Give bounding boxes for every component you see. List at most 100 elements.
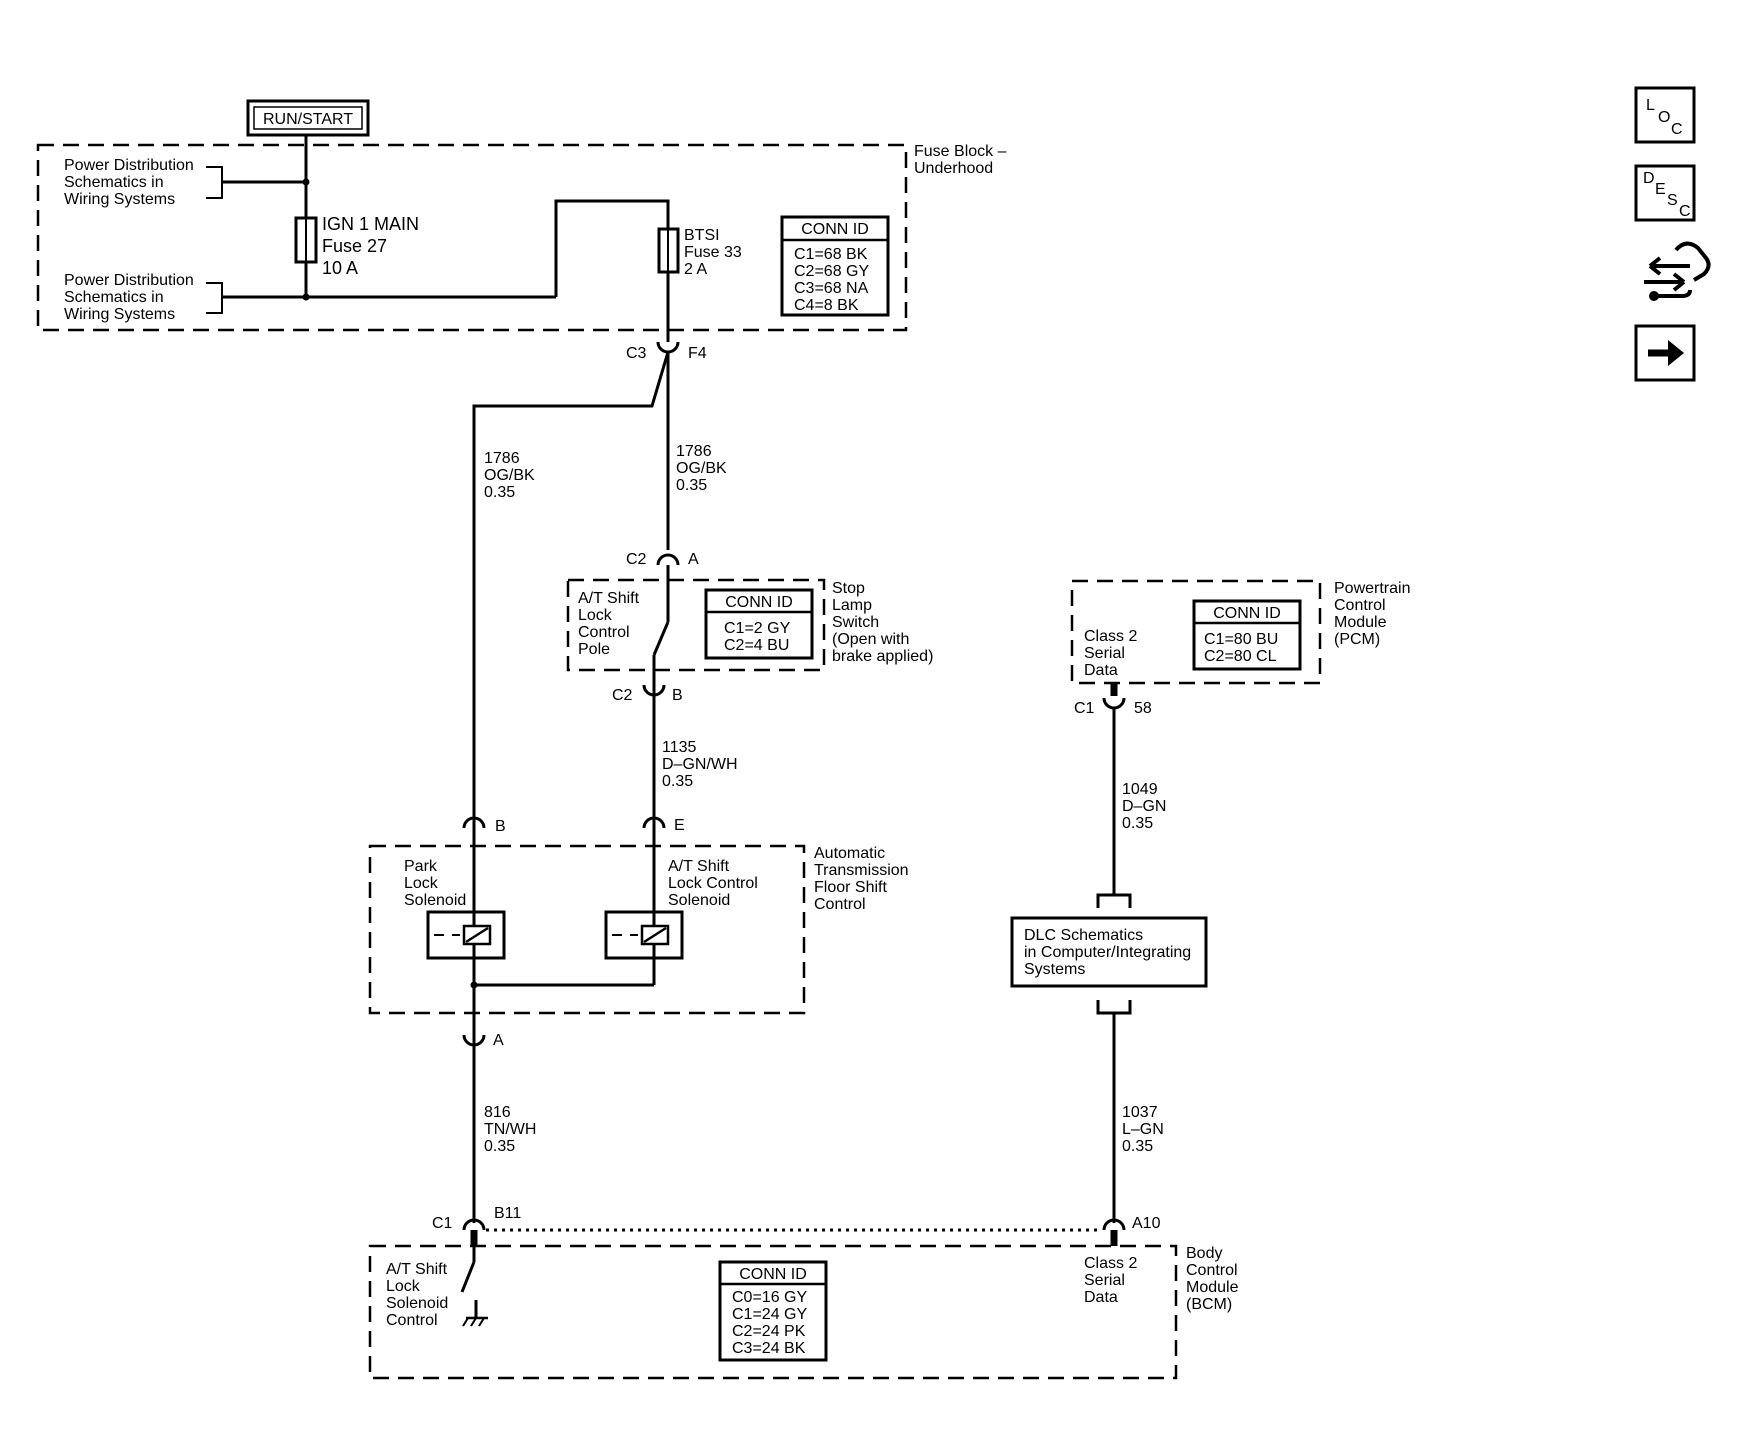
svg-text:Wiring Systems: Wiring Systems bbox=[64, 191, 175, 208]
atfsc-name: Automatic Transmission Floor Shift Contr… bbox=[814, 845, 909, 913]
svg-text:Wiring Systems: Wiring Systems bbox=[64, 306, 175, 323]
svg-text:Control: Control bbox=[386, 1312, 438, 1329]
svg-text:C3=68 NA: C3=68 NA bbox=[794, 280, 869, 297]
desc-button[interactable]: D E S C bbox=[1634, 164, 1696, 222]
svg-text:CONN ID: CONN ID bbox=[739, 1266, 807, 1283]
svg-text:(Open with: (Open with bbox=[832, 631, 909, 648]
svg-text:Class 2: Class 2 bbox=[1084, 628, 1137, 645]
svg-text:L–GN: L–GN bbox=[1122, 1121, 1164, 1138]
fuse-block-underhood: Fuse Block – Underhood Power Distributio… bbox=[36, 135, 1007, 342]
svg-text:Serial: Serial bbox=[1084, 1272, 1125, 1289]
svg-text:C2=24 PK: C2=24 PK bbox=[732, 1323, 806, 1340]
connector-c3-f4: C3 F4 bbox=[626, 341, 707, 362]
shift-lock-control-solenoid bbox=[604, 910, 684, 960]
svg-text:C2: C2 bbox=[626, 551, 647, 568]
svg-text:Lock: Lock bbox=[386, 1278, 421, 1295]
svg-text:Powertrain: Powertrain bbox=[1334, 580, 1410, 597]
svg-text:D: D bbox=[1643, 170, 1655, 187]
svg-text:Power Distribution: Power Distribution bbox=[64, 272, 194, 289]
svg-text:1786: 1786 bbox=[484, 450, 520, 467]
svg-text:CONN ID: CONN ID bbox=[725, 594, 793, 611]
svg-text:Lock: Lock bbox=[404, 875, 439, 892]
fuse-27-name: IGN 1 MAIN bbox=[322, 214, 419, 234]
svg-text:O: O bbox=[1658, 109, 1670, 126]
wire-1037-label: 1037 L–GN 0.35 bbox=[1122, 1104, 1164, 1155]
svg-text:Control: Control bbox=[578, 624, 630, 641]
svg-text:1037: 1037 bbox=[1122, 1104, 1158, 1121]
stop-lamp-switch-name: Stop Lamp Switch (Open with brake applie… bbox=[832, 580, 933, 665]
next-arrow-button[interactable] bbox=[1634, 324, 1696, 382]
svg-text:OG/BK: OG/BK bbox=[676, 460, 727, 477]
svg-text:C1: C1 bbox=[1074, 700, 1095, 717]
fuse-27 bbox=[294, 216, 318, 264]
svg-text:Pole: Pole bbox=[578, 641, 610, 658]
connector-c2-b: C2 B bbox=[612, 684, 683, 704]
fuse-33 bbox=[657, 227, 680, 274]
svg-text:Automatic: Automatic bbox=[814, 845, 885, 862]
connector-bcm-c1-b11: C1 B11 bbox=[432, 1205, 521, 1246]
power-distribution-bottom-label: Power Distribution Schematics in Wiring … bbox=[64, 272, 194, 323]
svg-text:Control: Control bbox=[814, 896, 866, 913]
pcm-name: Powertrain Control Module (PCM) bbox=[1334, 580, 1410, 648]
svg-text:C1=80 BU: C1=80 BU bbox=[1204, 631, 1278, 648]
automatic-transmission-floor-shift-control: Park Lock Solenoid A/T Shift Lock Contro… bbox=[368, 844, 806, 1015]
stop-lamp-switch: A/T Shift Lock Control Pole CONN ID C1=2… bbox=[566, 578, 826, 673]
wiring-repair-icon[interactable] bbox=[1644, 241, 1711, 301]
svg-text:D–GN/WH: D–GN/WH bbox=[662, 756, 738, 773]
wire-1049-label: 1049 D–GN 0.35 bbox=[1122, 781, 1166, 832]
svg-text:816: 816 bbox=[484, 1104, 511, 1121]
svg-text:B: B bbox=[495, 818, 506, 835]
svg-text:Serial: Serial bbox=[1084, 645, 1125, 662]
fuse-27-rating: 10 A bbox=[322, 258, 358, 278]
svg-text:C1=68 BK: C1=68 BK bbox=[794, 246, 868, 263]
svg-text:C3: C3 bbox=[626, 345, 647, 362]
svg-text:1786: 1786 bbox=[676, 443, 712, 460]
run-start-source: RUN/START bbox=[246, 99, 370, 137]
svg-text:TN/WH: TN/WH bbox=[484, 1121, 536, 1138]
svg-text:Class 2: Class 2 bbox=[1084, 1255, 1137, 1272]
stop-lamp-conn-id: CONN ID C1=2 GY C2=4 BU bbox=[704, 588, 814, 660]
svg-text:Solenoid: Solenoid bbox=[404, 892, 466, 909]
connector-c2-a: C2 A bbox=[626, 551, 699, 568]
power-distribution-top-label: Power Distribution Schematics in Wiring … bbox=[64, 157, 194, 208]
park-lock-solenoid bbox=[426, 910, 506, 960]
svg-text:0.35: 0.35 bbox=[662, 773, 693, 790]
svg-text:Solenoid: Solenoid bbox=[386, 1295, 448, 1312]
svg-text:Solenoid: Solenoid bbox=[668, 892, 730, 909]
bcm-name: Body Control Module (BCM) bbox=[1186, 1245, 1239, 1313]
svg-text:0.35: 0.35 bbox=[676, 477, 707, 494]
svg-text:C4=8 BK: C4=8 BK bbox=[794, 297, 859, 314]
svg-text:1135: 1135 bbox=[662, 739, 697, 756]
svg-text:A10: A10 bbox=[1132, 1215, 1161, 1232]
dlc-schematics-box[interactable]: DLC Schematics in Computer/Integrating S… bbox=[1010, 916, 1208, 988]
connector-pcm-c1-58: C1 58 bbox=[1074, 683, 1152, 717]
svg-text:Park: Park bbox=[404, 858, 438, 875]
svg-text:Stop: Stop bbox=[832, 580, 865, 597]
svg-text:C2=80 CL: C2=80 CL bbox=[1204, 648, 1277, 665]
svg-text:(BCM): (BCM) bbox=[1186, 1296, 1232, 1313]
svg-text:L: L bbox=[1646, 97, 1655, 114]
svg-text:C: C bbox=[1671, 121, 1683, 138]
svg-text:Module: Module bbox=[1334, 614, 1387, 631]
svg-text:A/T Shift: A/T Shift bbox=[668, 858, 730, 875]
svg-text:C0=16 GY: C0=16 GY bbox=[732, 1289, 807, 1306]
svg-text:Switch: Switch bbox=[832, 614, 879, 631]
wire-1135-label: 1135 D–GN/WH 0.35 bbox=[662, 739, 738, 790]
powertrain-control-module: Class 2 Serial Data CONN ID C1=80 BU C2=… bbox=[1070, 579, 1322, 685]
svg-text:0.35: 0.35 bbox=[1122, 1138, 1153, 1155]
body-control-module: A/T Shift Lock Solenoid Control CONN ID … bbox=[368, 1244, 1178, 1380]
loc-button[interactable]: L O C bbox=[1634, 86, 1696, 144]
svg-text:C2=68 GY: C2=68 GY bbox=[794, 263, 869, 280]
svg-text:C2: C2 bbox=[612, 687, 633, 704]
wire-816-label: 816 TN/WH 0.35 bbox=[484, 1104, 536, 1155]
bcm-conn-id: CONN ID C0=16 GY C1=24 GY C2=24 PK C3=24… bbox=[718, 1260, 828, 1362]
svg-text:0.35: 0.35 bbox=[1122, 815, 1153, 832]
svg-text:Transmission: Transmission bbox=[814, 862, 909, 879]
svg-text:C1=2 GY: C1=2 GY bbox=[724, 620, 791, 637]
fuse-block-conn-id: CONN ID C1=68 BK C2=68 GY C3=68 NA C4=8 … bbox=[780, 215, 890, 317]
svg-text:Power Distribution: Power Distribution bbox=[64, 157, 194, 174]
svg-text:C1=24 GY: C1=24 GY bbox=[732, 1306, 807, 1323]
svg-text:0.35: 0.35 bbox=[484, 484, 515, 501]
svg-text:in Computer/Integrating: in Computer/Integrating bbox=[1024, 944, 1191, 961]
